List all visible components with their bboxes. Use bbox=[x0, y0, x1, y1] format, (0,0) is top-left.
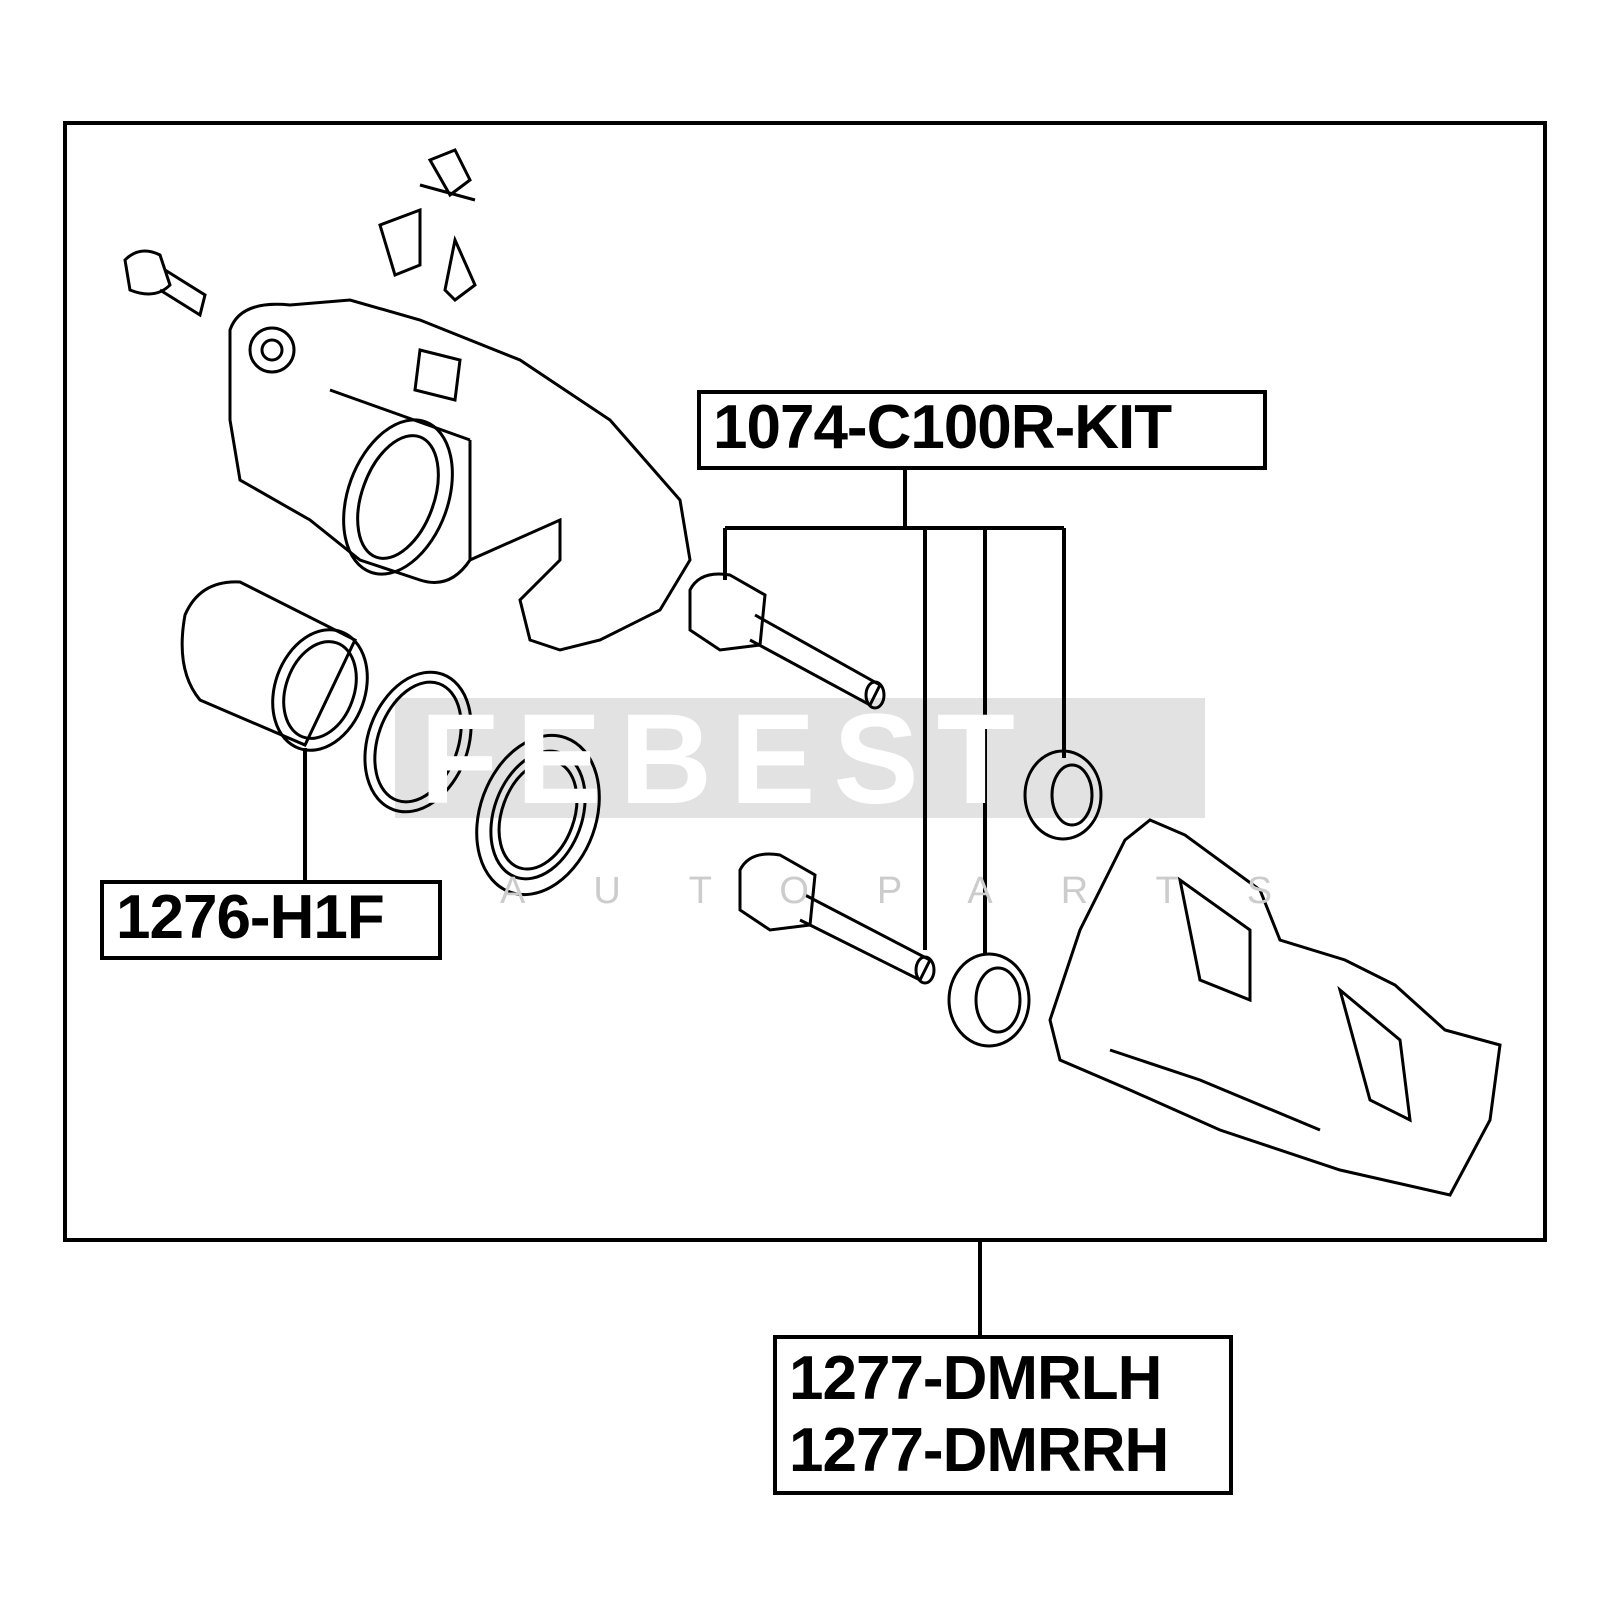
part-label-guide-pin-kit[interactable]: 1074-C100R-KIT bbox=[697, 390, 1267, 470]
seal-rings-drawing bbox=[363, 670, 601, 897]
caliper-bracket-drawing bbox=[1048, 818, 1502, 1197]
bleeder-screw-drawing bbox=[123, 148, 477, 318]
guide-pins-drawing bbox=[688, 572, 1103, 1048]
part-label-caliper[interactable]: 1277-DMRLH 1277-DMRRH bbox=[773, 1335, 1233, 1495]
diagram-frame bbox=[63, 121, 1547, 1242]
leader-lines bbox=[303, 470, 1066, 1335]
watermark-tagline: AUTOPARTS bbox=[500, 870, 1341, 912]
piston-drawing bbox=[180, 580, 369, 752]
part-number-caliper-lh: 1277-DMRLH bbox=[789, 1344, 1162, 1413]
watermark-brand: FEBEST bbox=[420, 688, 1033, 831]
part-number-caliper-rh: 1277-DMRRH bbox=[789, 1416, 1169, 1485]
part-label-piston[interactable]: 1276-H1F bbox=[100, 880, 442, 960]
caliper-housing-drawing bbox=[228, 298, 692, 652]
